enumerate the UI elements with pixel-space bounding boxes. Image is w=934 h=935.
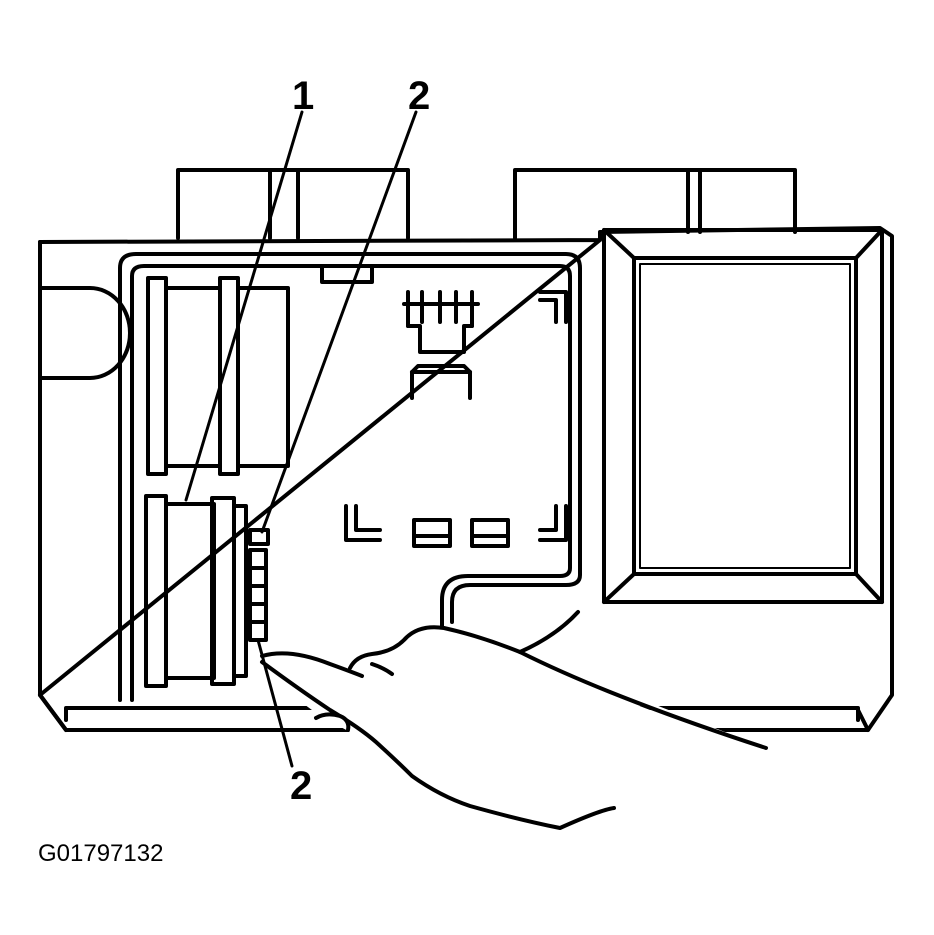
connector-terminals: [320, 266, 568, 548]
display-window: [602, 228, 884, 604]
leader-lines: [184, 110, 418, 768]
technician-hand: [259, 610, 770, 830]
callout-1: 1: [292, 74, 315, 118]
inner-channel: [118, 252, 582, 702]
callout-2-top: 2: [408, 74, 431, 118]
top-connectors: [176, 168, 797, 240]
upper-relay-slots: [146, 276, 290, 476]
relay-component: [144, 494, 270, 688]
figure-id: G01797132: [38, 840, 164, 867]
callout-2-bottom: 2: [290, 764, 313, 808]
